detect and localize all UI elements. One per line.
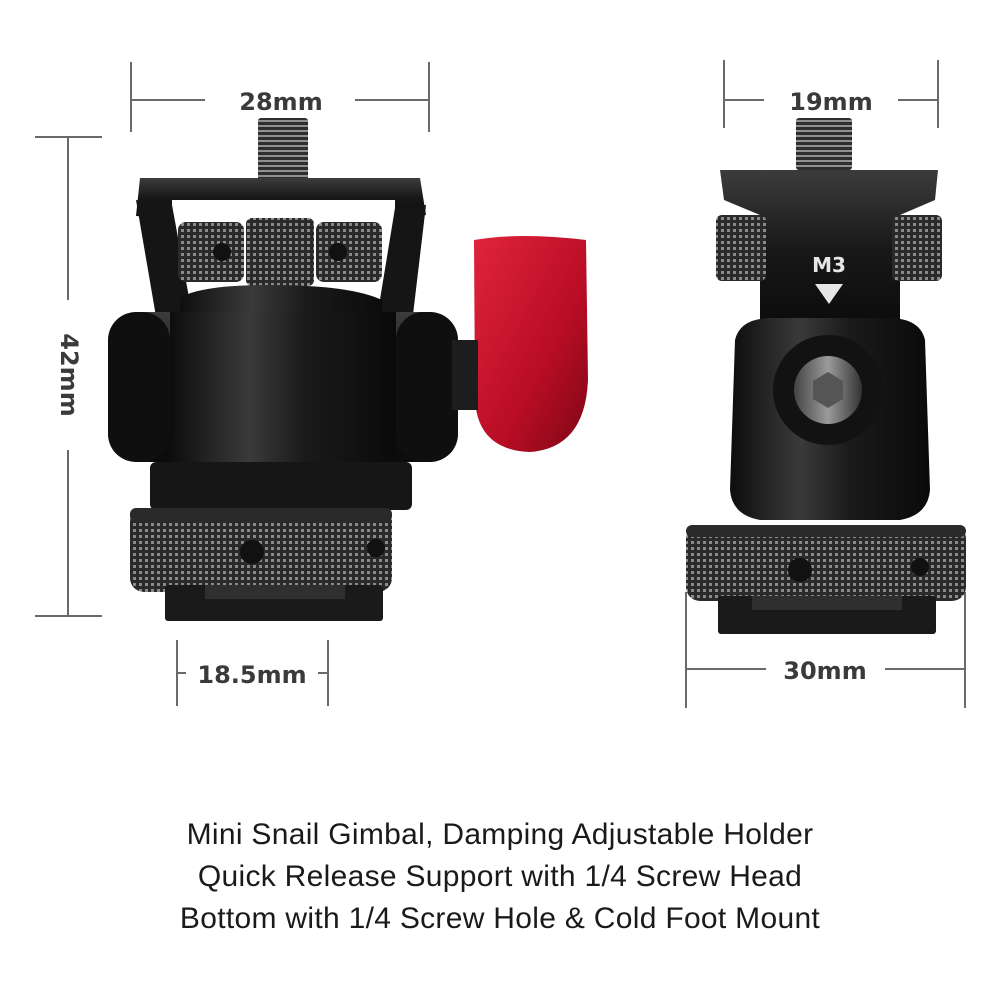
knurled-screw-1 <box>178 222 244 282</box>
caption-line-2: Quick Release Support with 1/4 Screw Hea… <box>197 860 803 893</box>
dim-right-top: 19mm <box>723 60 939 128</box>
dim-left-height: 42mm <box>35 136 102 617</box>
gimbal-front-view: M3 <box>686 118 966 634</box>
side-knurl-left <box>716 215 766 281</box>
top-screw-right <box>796 118 852 170</box>
knurled-screw-2 <box>246 218 314 286</box>
dim-left-base-label: 18.5mm <box>197 661 306 689</box>
caption-line-3: Bottom with 1/4 Screw Hole & Cold Foot M… <box>179 902 821 935</box>
dim-left-base: 18.5mm <box>176 640 329 706</box>
caption-line-1: Mini Snail Gimbal, Damping Adjustable Ho… <box>186 818 814 851</box>
dim-right-top-label: 19mm <box>789 88 872 116</box>
dim-left-top-label: 28mm <box>239 88 322 116</box>
gimbal-side-view <box>108 118 588 621</box>
red-lock-knob <box>474 236 588 452</box>
dim-right-base: 30mm <box>685 592 966 708</box>
knurled-screw-3 <box>316 222 382 282</box>
dim-right-base-label: 30mm <box>783 657 866 685</box>
m3-marking: M3 <box>812 253 846 277</box>
base-ring-right <box>686 525 966 601</box>
top-screw-left <box>258 118 308 180</box>
dim-left-height-label: 42mm <box>55 333 83 416</box>
side-knurl-right <box>892 215 942 281</box>
dim-left-top: 28mm <box>130 62 430 132</box>
